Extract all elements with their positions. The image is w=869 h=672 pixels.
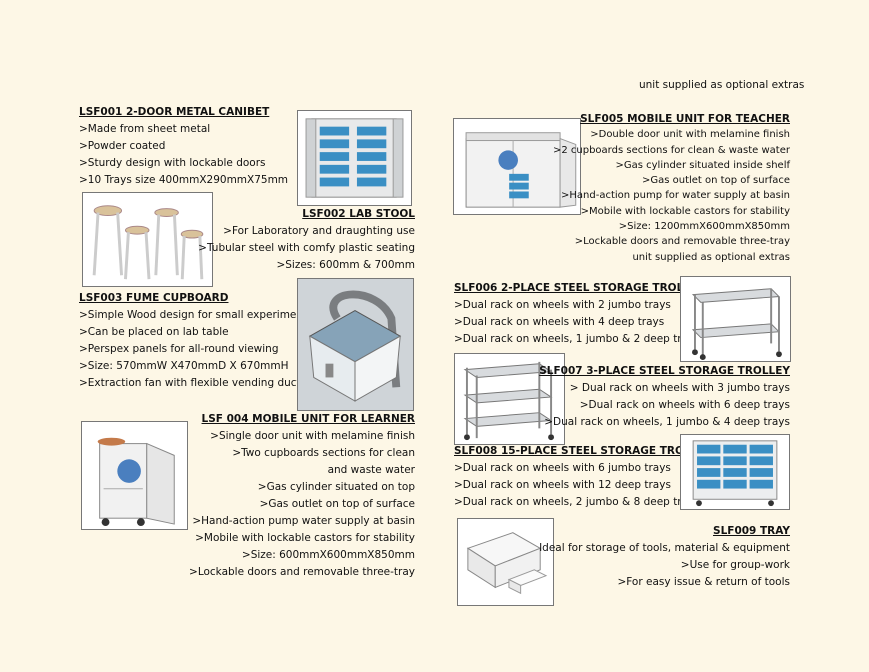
- fume-cupboard-image: [297, 278, 414, 411]
- lsf003-line: >Simple Wood design for small experiment…: [79, 309, 313, 321]
- slf005-line: >Lockable doors and removable three-tray: [574, 236, 790, 248]
- cabinet-image: [297, 110, 412, 206]
- lsf001-line: >10 Trays size 400mmX290mmX75mm: [79, 174, 289, 186]
- lsf002-line: >For Laboratory and draughting use: [223, 225, 415, 237]
- trolley-15-image: [680, 434, 790, 510]
- teacher-unit-image: [453, 118, 581, 215]
- lsf004-line: >Lockable doors and removable three-tray: [189, 566, 415, 578]
- lsf004-line: >Size: 600mmX600mmX850mm: [241, 549, 415, 561]
- trolley-2-image: [680, 276, 791, 362]
- lsf002-block: LSF002 LAB STOOL >For Laboratory and dra…: [198, 206, 415, 274]
- slf005-line: >Double door unit with melamine finish: [590, 129, 790, 141]
- slf005-title: SLF005 MOBILE UNIT FOR TEACHER: [580, 113, 790, 125]
- lsf002-line: >Sizes: 600mm & 700mm: [276, 259, 415, 271]
- slf005-block: SLF005 MOBILE UNIT FOR TEACHER >Double d…: [553, 112, 790, 265]
- lsf003-line: >Extraction fan with flexible vending du…: [79, 377, 301, 389]
- lsf001-line: >Powder coated: [79, 140, 166, 152]
- lsf002-title: LSF002 LAB STOOL: [302, 208, 415, 220]
- slf008-line: >Dual rack on wheels, 2 jumbo & 8 deep t…: [454, 496, 700, 508]
- slf007-title: SLF007 3-PLACE STEEL STORAGE TROLLEY: [539, 365, 790, 377]
- slf008-line: >Dual rack on wheels with 6 jumbo trays: [454, 462, 671, 474]
- slf005-line: >Size: 1200mmX600mmX850mm: [618, 221, 790, 233]
- slf008-title: SLF008 15-PLACE STEEL STORAGE TROLLEY: [454, 445, 713, 457]
- lsf004-title: LSF 004 MOBILE UNIT FOR LEARNER: [201, 413, 415, 425]
- tray-image: [457, 518, 554, 606]
- lsf003-line: >Perspex panels for all-round viewing: [79, 343, 279, 355]
- slf007-block: SLF007 3-PLACE STEEL STORAGE TROLLEY > D…: [539, 363, 790, 431]
- lsf002-line: >Tubular steel with comfy plastic seatin…: [198, 242, 415, 254]
- lsf001-title: LSF001 2-DOOR METAL CANIBET: [79, 106, 270, 118]
- slf006-title: SLF006 2-PLACE STEEL STORAGE TROLLEY: [454, 282, 705, 294]
- slf008-line: >Dual rack on wheels with 12 deep trays: [454, 479, 671, 491]
- lsf004-block: LSF 004 MOBILE UNIT FOR LEARNER >Single …: [189, 411, 415, 581]
- lsf003-block: LSF003 FUME CUPBOARD >Simple Wood design…: [79, 290, 313, 392]
- slf009-block: SLF009 TRAY Ideal for storage of tools, …: [539, 523, 790, 591]
- slf005-line: unit supplied as optional extras: [632, 251, 790, 263]
- slf005-line: >2 cupboards sections for clean & waste …: [552, 144, 790, 156]
- lsf003-line: >Can be placed on lab table: [79, 326, 229, 338]
- lsf004-line: >Gas cylinder situated on top: [257, 481, 415, 493]
- lsf001-line: >Sturdy design with lockable doors: [79, 157, 266, 169]
- slf006-line: >Dual rack on wheels, 1 jumbo & 2 deep t…: [454, 333, 700, 345]
- slf009-line: >For easy issue & return of tools: [617, 576, 790, 588]
- lsf001-line: >Made from sheet metal: [79, 123, 211, 135]
- slf007-line: >Dual rack on wheels with 6 deep trays: [579, 399, 790, 411]
- learner-unit-image: [81, 421, 188, 530]
- slf008-block: SLF008 15-PLACE STEEL STORAGE TROLLEY >D…: [454, 443, 712, 511]
- slf005-line: >Gas cylinder situated inside shelf: [615, 159, 790, 171]
- lsf003-title: LSF003 FUME CUPBOARD: [79, 292, 229, 304]
- slf005-line: >Gas outlet on top of surface: [641, 175, 790, 187]
- lab-stool-image: [82, 192, 213, 287]
- slf007-line: >Dual rack on wheels, 1 jumbo & 4 deep t…: [544, 416, 790, 428]
- lsf004-line: >Gas outlet on top of surface: [259, 498, 415, 510]
- lsf004-line: >Single door unit with melamine finish: [210, 430, 415, 442]
- slf009-line: >Use for group-work: [680, 559, 790, 571]
- lsf004-line: >Hand-action pump water supply at basin: [192, 515, 415, 527]
- slf007-line: > Dual rack on wheels with 3 jumbo trays: [569, 382, 790, 394]
- slf005-line: >Hand-action pump for water supply at ba…: [561, 190, 790, 202]
- lsf001-block: LSF001 2-DOOR METAL CANIBET >Made from s…: [79, 104, 288, 189]
- slf006-line: >Dual rack on wheels with 4 deep trays: [454, 316, 665, 328]
- lsf004-line: >Two cupboards sections for clean: [232, 447, 415, 459]
- trolley-3-image: [454, 353, 565, 445]
- slf005-line: >Mobile with lockable castors for stabil…: [580, 205, 790, 217]
- lsf003-line: >Size: 570mmW X470mmD X 670mmH: [79, 360, 289, 372]
- lsf004-line: and waste water: [327, 464, 415, 476]
- slf006-block: SLF006 2-PLACE STEEL STORAGE TROLLEY >Du…: [454, 280, 705, 348]
- top-note: unit supplied as optional extras: [639, 79, 805, 91]
- lsf004-line: >Mobile with lockable castors for stabil…: [195, 532, 415, 544]
- slf009-title: SLF009 TRAY: [713, 525, 790, 537]
- slf009-line: Ideal for storage of tools, material & e…: [539, 542, 790, 554]
- slf006-line: >Dual rack on wheels with 2 jumbo trays: [454, 299, 671, 311]
